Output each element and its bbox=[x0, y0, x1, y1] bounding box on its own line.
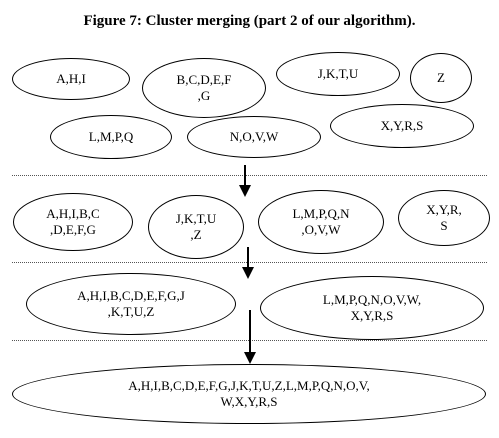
cluster-label: A,H,I,B,C ,D,E,F,G bbox=[46, 206, 100, 237]
merge-arrow-head bbox=[239, 185, 251, 197]
merge-arrow-shaft bbox=[247, 247, 249, 269]
cluster-label: B,C,D,E,F ,G bbox=[176, 72, 232, 103]
cluster-label: N,O,V,W bbox=[229, 129, 279, 144]
cluster-label: Z bbox=[437, 70, 445, 85]
cluster-stage1-novw: N,O,V,W bbox=[187, 116, 321, 158]
cluster-stage3-right: L,M,P,Q,N,O,V,W, X,Y,R,S bbox=[260, 276, 484, 340]
cluster-stage1-ahi: A,H,I bbox=[12, 58, 130, 100]
cluster-label: L,M,P,Q,N ,O,V,W bbox=[292, 206, 350, 237]
cluster-stage4-all: A,H,I,B,C,D,E,F,G,J,K,T,U,Z,L,M,P,Q,N,O,… bbox=[12, 364, 486, 424]
merge-arrow-shaft bbox=[249, 310, 251, 354]
cluster-stage1-z: Z bbox=[410, 53, 472, 103]
cluster-label: X,Y,R,S bbox=[380, 118, 424, 133]
stage-divider bbox=[12, 175, 487, 176]
merge-arrow-shaft bbox=[244, 165, 246, 187]
cluster-label: J,K,T,U ,Z bbox=[175, 211, 217, 242]
cluster-label: L,M,P,Q,N,O,V,W, X,Y,R,S bbox=[322, 292, 422, 323]
cluster-label: A,H,I bbox=[56, 71, 86, 86]
merge-arrow-head bbox=[244, 352, 256, 364]
merge-arrow-head bbox=[242, 267, 254, 279]
cluster-label: A,H,I,B,C,D,E,F,G,J,K,T,U,Z,L,M,P,Q,N,O,… bbox=[128, 378, 370, 409]
cluster-stage1-jktu: J,K,T,U bbox=[276, 52, 400, 96]
cluster-stage2-lmpqnovw: L,M,P,Q,N ,O,V,W bbox=[258, 190, 384, 254]
cluster-label: L,M,P,Q bbox=[88, 129, 134, 144]
cluster-stage1-bcdefg: B,C,D,E,F ,G bbox=[142, 58, 266, 118]
figure-title: Figure 7: Cluster merging (part 2 of our… bbox=[83, 13, 416, 29]
cluster-stage2-xyrs: X,Y,R, S bbox=[398, 190, 490, 246]
stage-divider bbox=[12, 262, 487, 263]
cluster-stage1-lmpq: L,M,P,Q bbox=[50, 115, 172, 159]
cluster-label: J,K,T,U bbox=[317, 66, 359, 81]
cluster-label: A,H,I,B,C,D,E,F,G,J ,K,T,U,Z bbox=[77, 288, 185, 319]
cluster-stage2-jktuz: J,K,T,U ,Z bbox=[148, 195, 244, 259]
cluster-stage1-xyrs: X,Y,R,S bbox=[330, 104, 474, 148]
cluster-label: X,Y,R, S bbox=[426, 202, 462, 233]
cluster-stage3-left: A,H,I,B,C,D,E,F,G,J ,K,T,U,Z bbox=[26, 273, 236, 335]
cluster-stage2-ahibcdefg: A,H,I,B,C ,D,E,F,G bbox=[13, 193, 133, 251]
